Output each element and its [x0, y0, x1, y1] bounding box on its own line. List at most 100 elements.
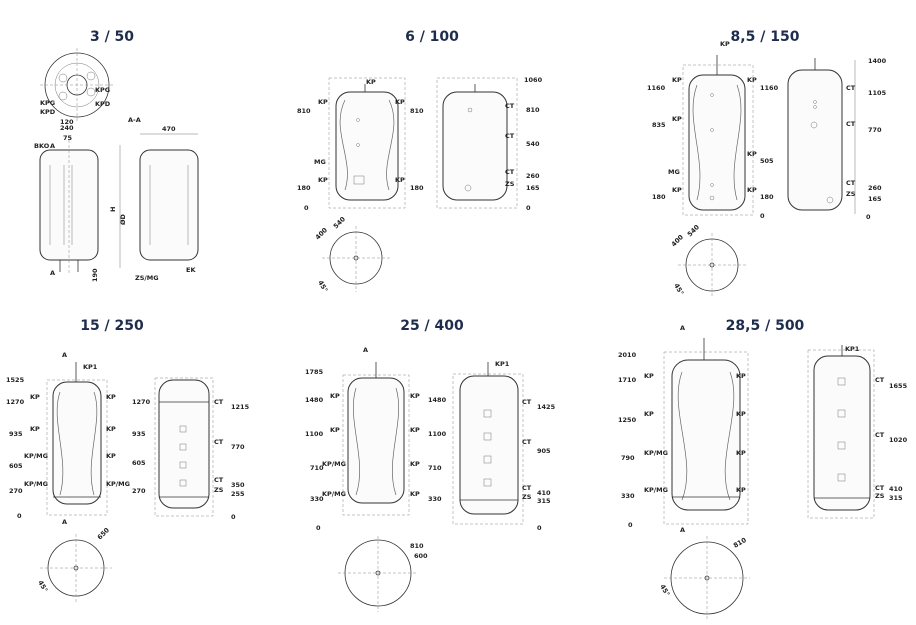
label-8-kp-r2: KP: [747, 150, 757, 158]
dim-8-m-0: 0: [760, 212, 765, 220]
dim-15-m-1270: 1270: [132, 398, 151, 406]
dim-8-m-180: 180: [760, 193, 774, 201]
dim-28-r-1020: 1020: [889, 436, 908, 444]
dim-25-m-330: 330: [428, 495, 442, 503]
label-8-ct-1: CT: [846, 84, 856, 92]
dim-15-m-935: 935: [132, 430, 146, 438]
drawing-3-50: KPG KPD KPG KPD 120 240 BKO A A 75 A-A 4…: [34, 48, 199, 282]
dim-6-r-810: 810: [526, 106, 540, 114]
label-15-ct-1: CT: [214, 398, 224, 406]
dim-h: H: [109, 207, 117, 212]
dim-25-m-1480: 1480: [428, 396, 447, 404]
dim-15-l-270: 270: [9, 487, 23, 495]
dim-15-l-1270: 1270: [6, 398, 25, 406]
label-6-kp-2: KP: [318, 176, 328, 184]
label-6-kp-1: KP: [318, 98, 328, 106]
label-28-kp-1: KP: [644, 372, 654, 380]
label-8-kp-r3: KP: [747, 186, 757, 194]
dim-240: 240: [60, 124, 74, 132]
label-zs-mg: ZS/MG: [135, 274, 159, 282]
dim-15-r-350: 350: [231, 481, 245, 489]
tank-title-3-50: 3 / 50: [89, 29, 135, 45]
label-28-ct-3: CT: [875, 484, 885, 492]
label-section-a-top: A: [50, 142, 55, 150]
dim-od: ØD: [119, 213, 127, 225]
dim-28-l-330: 330: [621, 492, 635, 500]
dim-25-l-330: 330: [310, 495, 324, 503]
dim-25-m-1100: 1100: [428, 430, 447, 438]
label-25-mkp-3: KP: [410, 460, 420, 468]
label-25-top-kp1: KP1: [495, 360, 510, 368]
label-ek: EK: [186, 266, 196, 274]
label-25-ct-1: CT: [522, 398, 532, 406]
label-6-ct-2: CT: [505, 132, 515, 140]
tank-title-6-100: 6 / 100: [405, 29, 459, 45]
label-25-sec-a: A: [363, 346, 368, 354]
label-kpd-1: KPD: [95, 100, 111, 108]
label-8-zs: ZS: [846, 190, 856, 198]
label-15-zs: ZS: [214, 486, 224, 494]
dim-15-l-1525: 1525: [6, 376, 25, 384]
label-6-ct-3: CT: [505, 168, 515, 176]
dim-15-r-770: 770: [231, 443, 245, 451]
dim-6-l-810: 810: [297, 107, 311, 115]
label-6-ct-1: CT: [505, 102, 515, 110]
label-15-kp-2: KP: [30, 425, 40, 433]
dim-15-l-605: 605: [9, 462, 23, 470]
label-kpd-2: KPD: [40, 108, 56, 116]
label-15-sec-a-b: A: [62, 518, 67, 526]
label-15-kpmg-2: KP/MG: [24, 480, 48, 488]
dim-28-l-1710: 1710: [618, 376, 637, 384]
label-bko: BKO: [34, 142, 50, 150]
dim-15-r-0: 0: [231, 513, 236, 521]
label-28-sec-a: A: [680, 324, 685, 332]
dim-25-l-0: 0: [316, 524, 321, 532]
dim-8-l-1160: 1160: [647, 84, 666, 92]
label-25-zs: ZS: [522, 493, 532, 501]
label-28-kpmg-2: KP/MG: [644, 486, 668, 494]
dim-8-plan-400: 400: [670, 233, 686, 249]
dim-6-plan-45: 45°: [316, 279, 329, 294]
dim-6-m-180: 180: [410, 184, 424, 192]
dim-6-r-260: 260: [526, 172, 540, 180]
dim-15-m-605: 605: [132, 459, 146, 467]
dim-28-l-790: 790: [621, 454, 635, 462]
label-8-kp-3: KP: [672, 186, 682, 194]
label-15-mkp-1: KP: [106, 393, 116, 401]
dim-8-r-165: 165: [868, 195, 882, 203]
label-kpg-1: KPG: [95, 86, 110, 94]
label-28-mkp-1: KP: [736, 372, 746, 380]
dim-28-l-0: 0: [628, 521, 633, 529]
dim-25-l-710: 710: [310, 464, 324, 472]
label-28-zs: ZS: [875, 492, 885, 500]
label-25-ct-2: CT: [522, 438, 532, 446]
dim-8-l-180: 180: [652, 193, 666, 201]
label-28-kp-2: KP: [644, 410, 654, 418]
tank-title-28-5-500: 28,5 / 500: [725, 318, 805, 334]
label-25-mkp-4: KP: [410, 490, 420, 498]
label-28-sec-a-b: A: [680, 526, 685, 534]
label-25-ct-3: CT: [522, 484, 532, 492]
dim-25-l-1785: 1785: [305, 368, 324, 376]
dim-25-l-1480: 1480: [305, 396, 324, 404]
label-25-kpmg-1: KP/MG: [322, 460, 346, 468]
label-28-ct-1: CT: [875, 376, 885, 384]
label-15-ct-3: CT: [214, 476, 224, 484]
label-15-mkpmg: KP/MG: [106, 480, 130, 488]
dim-15-plan-650: 650: [96, 526, 112, 542]
dim-6-m-810: 810: [410, 107, 424, 115]
dim-8-plan-540: 540: [686, 223, 702, 239]
dim-120: 120: [60, 118, 74, 126]
label-8-mg: MG: [668, 168, 680, 176]
drawing-8-5-150: KP 1160 835 180 KP KP MG KP KP KP KP 116…: [647, 40, 887, 298]
dim-6-plan-400: 400: [314, 226, 330, 242]
drawing-25-400: A 1785 1480 1100 710 330 0 KP KP KP/MG K…: [305, 346, 556, 612]
label-15-kpmg-1: KP/MG: [24, 452, 48, 460]
dim-25-r-905: 905: [537, 447, 551, 455]
dim-25-plan-600: 600: [414, 552, 428, 560]
label-8-kp-r1: KP: [747, 76, 757, 84]
tank-title-8-5-150: 8,5 / 150: [730, 29, 800, 45]
dim-6-r-540: 540: [526, 140, 540, 148]
label-8-top-kp: KP: [720, 40, 730, 48]
label-section-aa: A-A: [128, 116, 141, 124]
